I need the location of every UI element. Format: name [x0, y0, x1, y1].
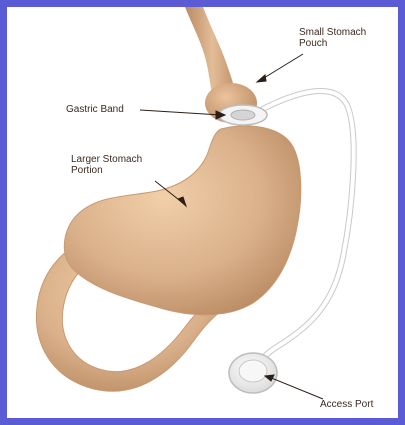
- small-stomach-pouch-label: Small Stomach Pouch: [299, 27, 366, 49]
- larger-stomach-portion-label-line1: Larger Stomach: [71, 154, 142, 165]
- access-port-label: Access Port: [320, 399, 373, 410]
- small-stomach-pouch-label-line1: Small Stomach: [299, 27, 366, 38]
- gastric-band-label: Gastric Band: [66, 104, 124, 115]
- port-arrow: [269, 377, 323, 399]
- small-stomach-pouch-label-line2: Pouch: [299, 38, 366, 49]
- larger-stomach-portion-label: Larger Stomach Portion: [71, 154, 142, 176]
- larger-stomach-portion-label-line2: Portion: [71, 165, 142, 176]
- diagram-panel: Small Stomach Pouch Gastric Band Larger …: [7, 7, 398, 418]
- gastric-band-illustration: [7, 7, 398, 418]
- access-port: [229, 353, 277, 393]
